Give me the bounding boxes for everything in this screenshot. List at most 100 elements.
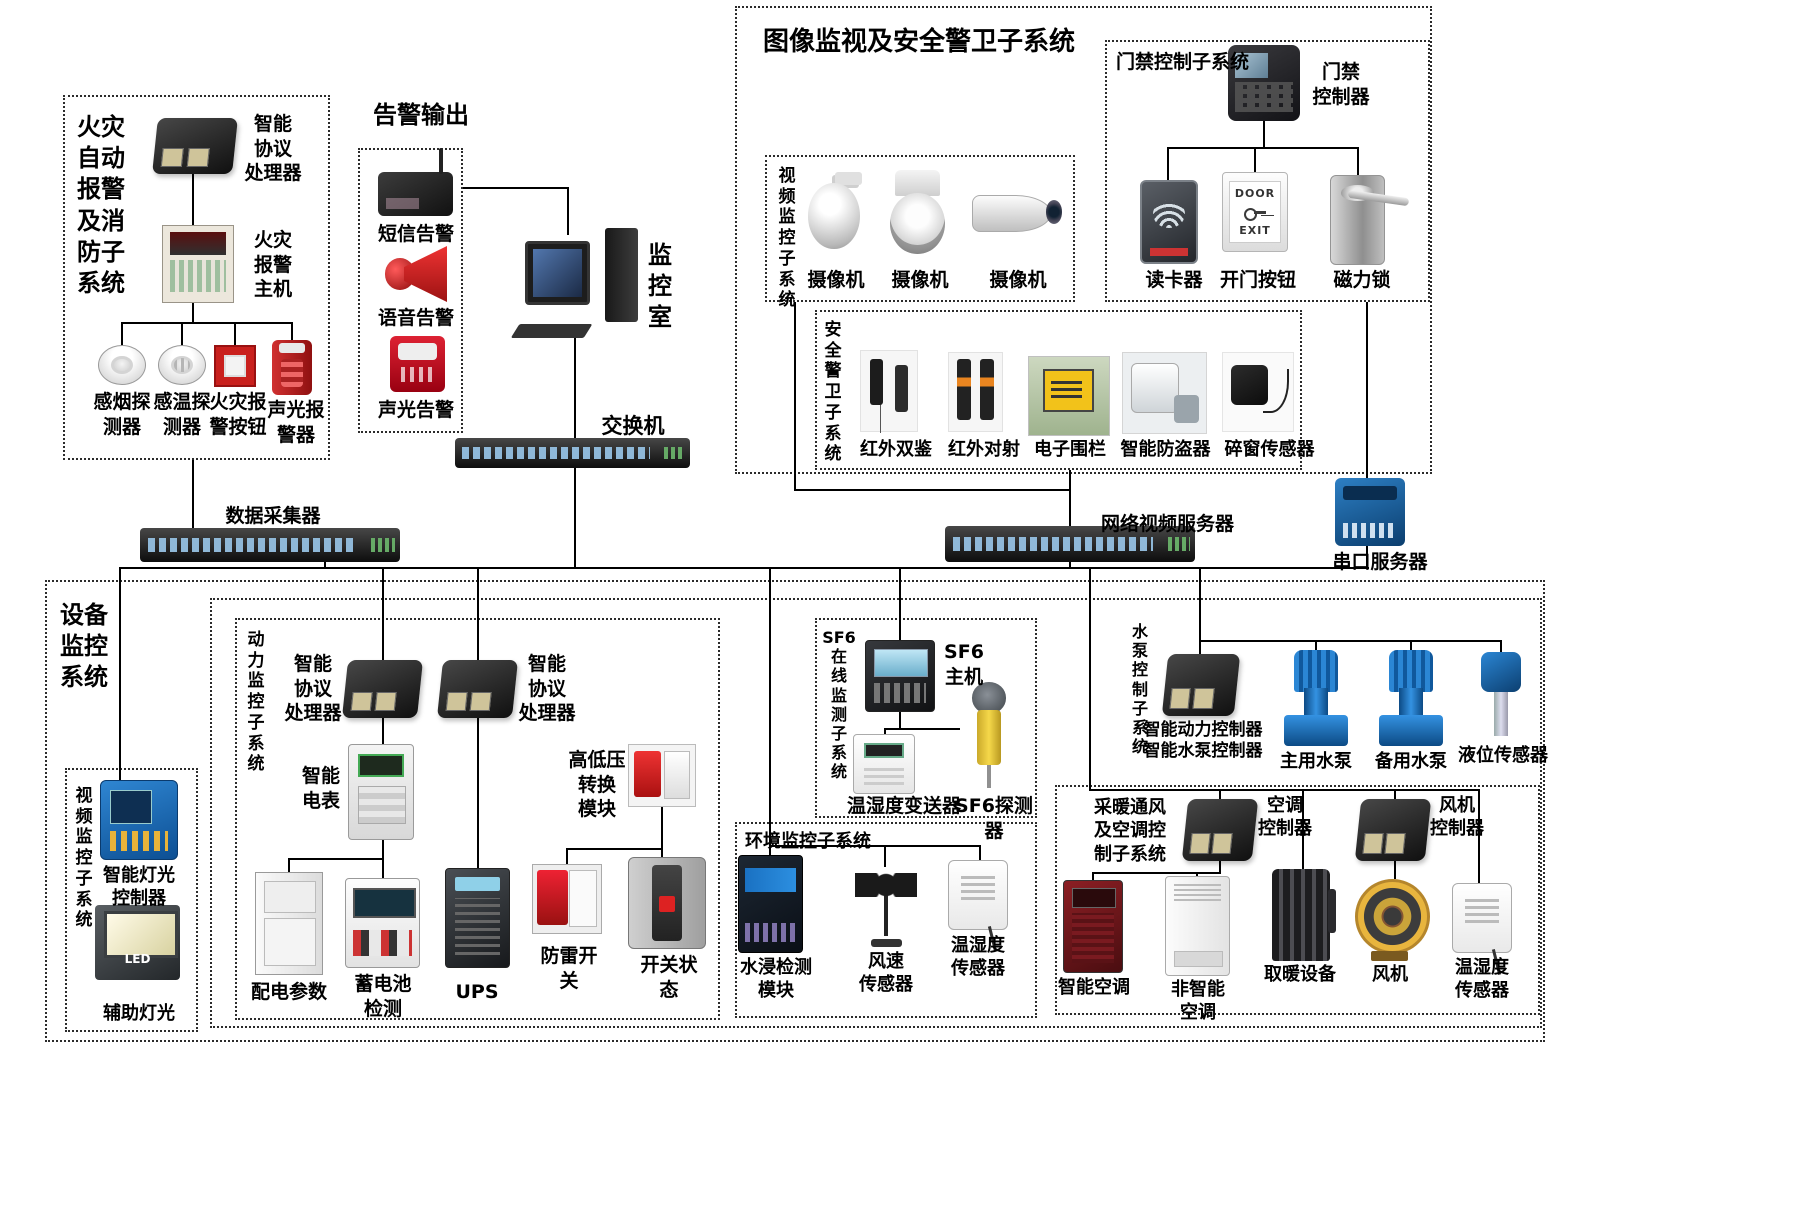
- connector-line: [192, 173, 194, 225]
- fire-protocol-processor-label: 智能 协议 处理器: [244, 113, 302, 185]
- heater-label: 取暖设备: [1264, 964, 1336, 985]
- hv-module-label: 高低压 转换 模块: [568, 749, 626, 821]
- connector-line: [1315, 640, 1317, 650]
- connector-line: [884, 845, 886, 867]
- water-leak-module-device: [738, 855, 803, 953]
- connector-line: [382, 569, 384, 660]
- ups-device: [445, 868, 510, 968]
- connector-line: [463, 187, 568, 189]
- pump-controller-label: 智能动力控制器 智能水泵控制器: [1143, 720, 1263, 761]
- connector-line: [288, 858, 384, 860]
- voice-alarm-horn-device: [385, 246, 447, 302]
- serial-server-device: [1335, 478, 1405, 546]
- fire-sounder-device: [272, 340, 312, 395]
- anti-theft-device: [1122, 352, 1207, 434]
- connector-line: [1366, 302, 1368, 478]
- access-controller-device: [1228, 45, 1300, 121]
- video-surveillance-box: [765, 155, 1075, 302]
- ir-beam-detector-device: [948, 352, 1003, 432]
- connector-line: [884, 728, 960, 730]
- connector-line: [794, 302, 796, 490]
- fire-alarm-host-label: 火灾 报警 主机: [253, 229, 292, 301]
- connector-line: [382, 718, 384, 744]
- network-video-server-device: [945, 526, 1195, 562]
- connector-line: [119, 569, 121, 782]
- security-guard-box: [815, 310, 1302, 470]
- connector-line: [574, 337, 576, 438]
- battery-tester-device: [345, 878, 420, 968]
- alarm-output-box: [358, 148, 463, 433]
- connector-line: [1478, 789, 1480, 883]
- fire-protocol-processor-device: [152, 118, 238, 174]
- door-text: DOOR: [1234, 186, 1276, 200]
- led-flood-light-device: [95, 905, 180, 980]
- connector-line: [794, 489, 1071, 491]
- normal-ac-device: [1165, 876, 1230, 976]
- camera1-label: 摄像机: [807, 269, 865, 291]
- ir-beam-label: 红外对射: [948, 439, 1020, 460]
- access-control-box: [1105, 40, 1430, 302]
- fire-subsystem-title: 火灾 自动 报警 及消 防子 系统: [77, 113, 125, 297]
- power-subsystem-title: 动 力 监 控 子 系 统: [247, 630, 265, 775]
- connector-line: [661, 807, 663, 848]
- access-subsystem-title: 门禁控制子系统: [1116, 51, 1250, 73]
- sf6-detector-probe: [987, 762, 991, 788]
- connector-line: [477, 718, 479, 868]
- electronic-fence-label: 电子围栏: [1034, 439, 1106, 460]
- computer-monitor: [525, 241, 590, 305]
- pump-controller-device: [1161, 654, 1241, 716]
- env-subsystem-title: 环境监控子系统: [745, 831, 871, 852]
- light-controller-label: 智能灯光 控制器: [103, 865, 175, 910]
- image-security-title: 图像监视及安全警卫子系统: [763, 27, 1076, 57]
- hvac-subsystem-title: 采暖通风 及空调控 制子系统: [1094, 797, 1166, 865]
- connector-line: [1196, 872, 1198, 876]
- connector-line: [979, 845, 981, 860]
- connector-line: [661, 848, 663, 857]
- sound-light-alarm-device: [390, 336, 445, 392]
- th-transmitter-device: [853, 734, 915, 794]
- computer-tower: [605, 228, 638, 322]
- connector-line: [1410, 640, 1412, 650]
- connector-line: [291, 323, 293, 346]
- level-sensor-label: 液位传感器: [1458, 745, 1548, 766]
- connector-line: [1069, 562, 1071, 568]
- smoke-detector-device: [98, 345, 146, 385]
- power-processor1-label: 智能 协议 处理器: [284, 653, 342, 725]
- connector-line: [1357, 148, 1359, 176]
- temperature-detector-label: 感温探 测器: [153, 391, 211, 438]
- fan-controller-device: [1354, 799, 1432, 861]
- smart-meter-label: 智能 电表: [301, 765, 340, 812]
- connector-line: [382, 840, 384, 858]
- window-break-sensor-label: 碎窗传感器: [1224, 439, 1315, 460]
- aux-light-label: 辅助灯光: [103, 1003, 175, 1024]
- wind-sensor-label: 风速 传感器: [859, 951, 913, 996]
- fan-controller-label: 风机 控制器: [1430, 795, 1484, 840]
- breaker-status-device: [628, 857, 706, 949]
- connector-line: [324, 562, 326, 568]
- sms-alarm-label: 短信告警: [377, 223, 454, 245]
- ir-dual-detector-device: [860, 350, 918, 432]
- camera2-label: 摄像机: [891, 269, 949, 291]
- pump-subsystem-title: 水 泵 控 制 子 系 统: [1131, 622, 1148, 757]
- data-collector-device: [140, 528, 400, 562]
- fire-button-label: 火灾报 警按钮: [209, 391, 267, 438]
- exit-text: EXIT: [1239, 224, 1271, 238]
- connector-line: [1092, 872, 1094, 880]
- connector-line: [899, 569, 901, 640]
- wind-speed-sensor-device: [855, 867, 917, 947]
- door-button-label: 开门按钮: [1219, 269, 1296, 291]
- alarm-output-title: 告警输出: [373, 101, 469, 129]
- backup-pump-label: 备用水泵: [1375, 751, 1447, 772]
- ac-controller-label: 空调 控制器: [1258, 795, 1312, 840]
- switch-status-label: 开关状态: [640, 954, 698, 1001]
- connector-line: [1500, 640, 1502, 652]
- magnetic-lock-label: 磁力锁: [1333, 269, 1391, 291]
- water-module-label: 水浸检测 模块: [740, 957, 812, 1002]
- connector-line: [382, 858, 384, 878]
- equipment-inner-box: [210, 598, 1542, 1028]
- power-processor2-label: 智能 协议 处理器: [518, 653, 576, 725]
- network-video-server-label: 网络视频服务器: [1100, 513, 1234, 535]
- equipment-video-title: 视 频 监 控 子 系 统: [75, 786, 93, 931]
- power-protocol-processor1-device: [341, 660, 424, 718]
